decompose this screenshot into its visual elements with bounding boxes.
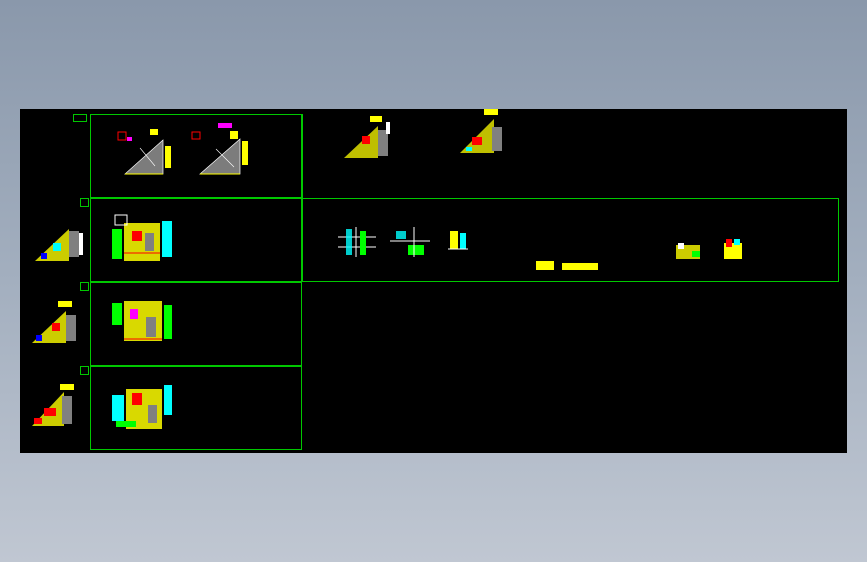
top-right-frame [302, 114, 303, 198]
sheet-tag-1 [73, 114, 87, 122]
detail-section-a [338, 227, 378, 259]
plan-colored-b [112, 295, 174, 347]
plan-top-b [456, 109, 510, 157]
side-plan-c [30, 382, 82, 430]
detail-elevation-a [674, 241, 704, 263]
detail-frame [302, 198, 839, 282]
sheet-frame-3 [90, 282, 302, 366]
detail-section-b [390, 227, 432, 259]
sheet-frame-2 [90, 198, 302, 282]
detail-label-yellow [536, 259, 600, 273]
sheet-tag-2 [80, 198, 89, 207]
sheet-frame-1 [90, 114, 302, 198]
detail-section-c [448, 229, 470, 253]
plan-gray-a [115, 126, 175, 178]
drawing-canvas[interactable] [20, 109, 847, 453]
plan-top-a [340, 114, 394, 162]
plan-colored-a [112, 213, 174, 265]
plan-colored-c [112, 381, 174, 433]
plan-gray-b [190, 123, 250, 179]
sheet-frame-4 [90, 366, 302, 450]
detail-elevation-b [722, 237, 746, 263]
side-plan-b [30, 299, 82, 347]
sheet-tag-4 [80, 366, 89, 375]
sheet-tag-3 [80, 282, 89, 291]
side-plan-a [33, 217, 85, 265]
